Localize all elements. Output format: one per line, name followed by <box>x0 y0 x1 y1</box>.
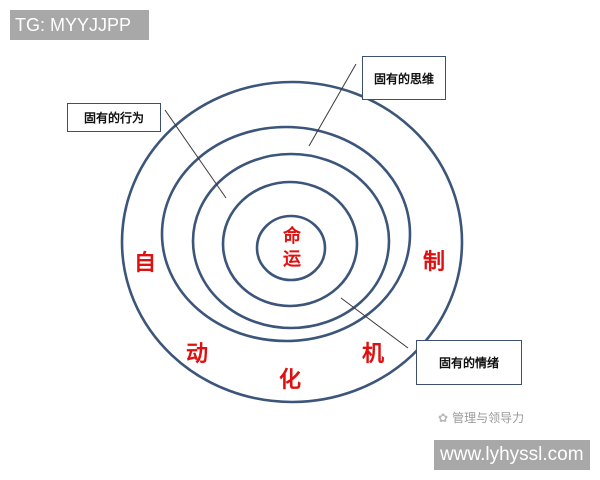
callout-behavior: 固有的行为 <box>67 103 161 132</box>
callout-thinking: 固有的思维 <box>362 56 446 100</box>
ring-char-ji: 机 <box>362 342 385 367</box>
ring-char-zhi: 制 <box>423 250 446 275</box>
watermark: ✿管理与领导力 <box>438 409 524 426</box>
ring-char-zi: 自 <box>134 251 157 276</box>
ring-char-dong: 动 <box>186 342 209 367</box>
callout-emotion: 固有的情绪 <box>416 340 522 385</box>
wechat-icon: ✿ <box>438 411 449 425</box>
ring-2 <box>160 125 412 343</box>
ring-char-hua: 化 <box>279 368 302 393</box>
center-char-1: 命 <box>283 226 301 247</box>
ring-outer <box>120 80 464 404</box>
center-label: 命 运 <box>276 225 308 271</box>
ring-core <box>255 214 327 282</box>
watermark-text: 管理与领导力 <box>452 411 525 425</box>
ring-4 <box>221 180 359 308</box>
center-char-2: 运 <box>283 249 301 270</box>
leader-line-behavior <box>164 109 227 199</box>
url-tag: www.lyhyssl.com <box>434 440 590 470</box>
leader-line-emotion <box>340 297 409 349</box>
tg-tag: TG: MYYJJPP <box>10 10 149 40</box>
ring-3 <box>191 152 391 330</box>
leader-line-thinking <box>308 63 357 147</box>
